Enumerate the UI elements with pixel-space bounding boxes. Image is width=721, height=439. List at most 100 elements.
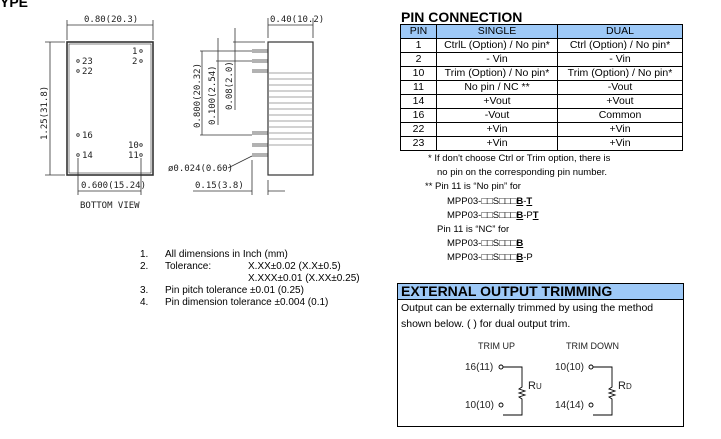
header-pin: PIN xyxy=(400,24,437,39)
dual-cell: -Vout xyxy=(557,80,683,95)
trim-down-label: TRIM DOWN xyxy=(566,341,619,351)
tolerance-value: X.XXX±0.01 (X.XX±0.25) xyxy=(248,273,360,284)
pin-cell: 14 xyxy=(400,94,437,109)
single-cell: Trim (Option) / No pin* xyxy=(436,66,558,81)
part-prefix: MPP03-□□S□□□ xyxy=(447,252,517,263)
single-cell: - Vin xyxy=(436,52,558,67)
trim-down-top-pin: 10(10) xyxy=(555,362,584,373)
pin-diameter: ø0.024(0.60) xyxy=(168,164,233,174)
part-prefix: MPP03-□□S□□□ xyxy=(447,238,517,249)
part-code: B xyxy=(516,252,524,263)
pin-offset-dimension: 0.08(2.0) xyxy=(225,61,235,110)
part-code: B xyxy=(516,238,524,249)
part-code: B xyxy=(516,210,524,221)
part-number: MPP03-□□S□□□B-T xyxy=(447,196,532,208)
resistor-symbol: R xyxy=(618,380,626,392)
trim-up-top-pin: 16(11) xyxy=(465,362,493,373)
dual-cell: Ctrl (Option) / No pin* xyxy=(557,38,683,53)
pin-label: 22 xyxy=(82,67,93,77)
header-dual: DUAL xyxy=(557,24,683,39)
dual-cell: +Vout xyxy=(557,94,683,109)
single-cell: No pin / NC ** xyxy=(436,80,558,95)
pin-span-dimension: 0.800(20.32) xyxy=(193,63,203,128)
pin-cell: 1 xyxy=(400,38,437,53)
table-row: 2- Vin- Vin xyxy=(400,52,683,67)
single-cell: +Vout xyxy=(436,94,558,109)
note-text: Pin dimension tolerance ±0.004 (0.1) xyxy=(165,297,329,308)
pin-cell: 2 xyxy=(400,52,437,67)
note-number: 3. xyxy=(140,285,149,296)
part-number: MPP03-□□S□□□B-PT xyxy=(447,210,539,222)
note-number: 1. xyxy=(140,249,149,260)
resistor-down-label: RD xyxy=(618,380,632,392)
resistor-symbol: R xyxy=(528,380,536,392)
tolerance-value: X.XX±0.02 (X.X±0.5) xyxy=(248,261,341,272)
width-dimension: 0.80(20.3) xyxy=(84,15,138,25)
pin-label: 10 xyxy=(128,141,139,151)
pin-pitch-dimension: 0.100(2.54) xyxy=(208,65,218,125)
single-cell: -Vout xyxy=(436,108,558,123)
trim-circuits: TRIM UP 16(11) 10(10) RU TRIM DOWN 10(10… xyxy=(465,341,632,416)
pin-label: 23 xyxy=(82,57,93,67)
single-cell: CtrlL (Option) / No pin* xyxy=(436,38,558,53)
dual-cell: Trim (Option) / No pin* xyxy=(557,66,683,81)
note-number: 2. xyxy=(140,261,149,272)
single-cell: +Vin xyxy=(436,136,558,151)
dual-cell: +Vin xyxy=(557,122,683,137)
pin-cell: 16 xyxy=(400,108,437,123)
part-code: B xyxy=(516,196,524,207)
part-prefix: MPP03-□□S□□□ xyxy=(447,210,517,221)
pin-label: 11 xyxy=(128,151,139,161)
height-dimension: 1.25(31.8) xyxy=(40,86,50,140)
pin-cell: 22 xyxy=(400,122,437,137)
view-label: BOTTOM VIEW xyxy=(80,201,140,211)
pitch-dimension: 0.600(15.24) xyxy=(81,181,146,191)
resistor-subscript: D xyxy=(626,382,632,391)
dual-cell: +Vin xyxy=(557,136,683,151)
footnote: * If don't choose Ctrl or Trim option, t… xyxy=(428,153,611,164)
part-code: T xyxy=(526,196,533,207)
footnote: ** Pin 11 is “No pin” for xyxy=(425,181,521,192)
part-code: T xyxy=(532,210,539,221)
part-sep: -P xyxy=(523,252,533,263)
pin-label: 1 xyxy=(132,47,137,57)
section-heading-fragment: YPE xyxy=(0,0,29,10)
note-text: All dimensions in Inch (mm) xyxy=(165,249,288,260)
note-text: Pin pitch tolerance ±0.01 (0.25) xyxy=(165,285,304,296)
trim-up-bottom-pin: 10(10) xyxy=(465,400,494,411)
part-sep: -P xyxy=(523,210,533,221)
pin-cell: 10 xyxy=(400,66,437,81)
note-text: Tolerance: xyxy=(165,261,212,272)
resistor-up-label: RU xyxy=(528,380,542,392)
part-prefix: MPP03-□□S□□□ xyxy=(447,196,517,207)
table-row: 14+Vout+Vout xyxy=(400,94,683,109)
footnote: no pin on the corresponding pin number. xyxy=(437,167,608,178)
trim-up-label: TRIM UP xyxy=(478,341,515,351)
table-row: 22+Vin+Vin xyxy=(400,122,683,137)
part-sep: - xyxy=(523,196,527,207)
mechanical-drawing: 0.80(20.3) 1.25(31.8) 0.600(15.24) BOTTO… xyxy=(40,15,324,211)
table-row: 23+Vin+Vin xyxy=(400,136,683,151)
part-number: MPP03-□□S□□□B xyxy=(447,238,523,250)
single-cell: +Vin xyxy=(436,122,558,137)
note-number: 4. xyxy=(140,297,149,308)
pin-length: 0.15(3.8) xyxy=(195,181,244,191)
header-single: SINGLE xyxy=(436,24,558,39)
pin-label: 16 xyxy=(82,131,93,141)
trimming-section: EXTERNAL OUTPUT TRIMMING Output can be e… xyxy=(397,283,684,427)
side-width-dimension: 0.40(10.2) xyxy=(270,15,324,25)
dual-cell: Common xyxy=(557,108,683,123)
trimming-text: Output can be externally trimmed by usin… xyxy=(401,302,654,314)
part-number: MPP03-□□S□□□B-P xyxy=(447,252,533,264)
footnote: Pin 11 is “NC” for xyxy=(437,224,510,235)
trimming-text: shown below. ( ) for dual output trim. xyxy=(401,318,571,330)
pin-connection-title: PIN CONNECTION xyxy=(401,9,523,25)
pin-label: 2 xyxy=(132,57,137,67)
trimming-title: EXTERNAL OUTPUT TRIMMING xyxy=(398,284,683,300)
pin-cell: 23 xyxy=(400,136,437,151)
